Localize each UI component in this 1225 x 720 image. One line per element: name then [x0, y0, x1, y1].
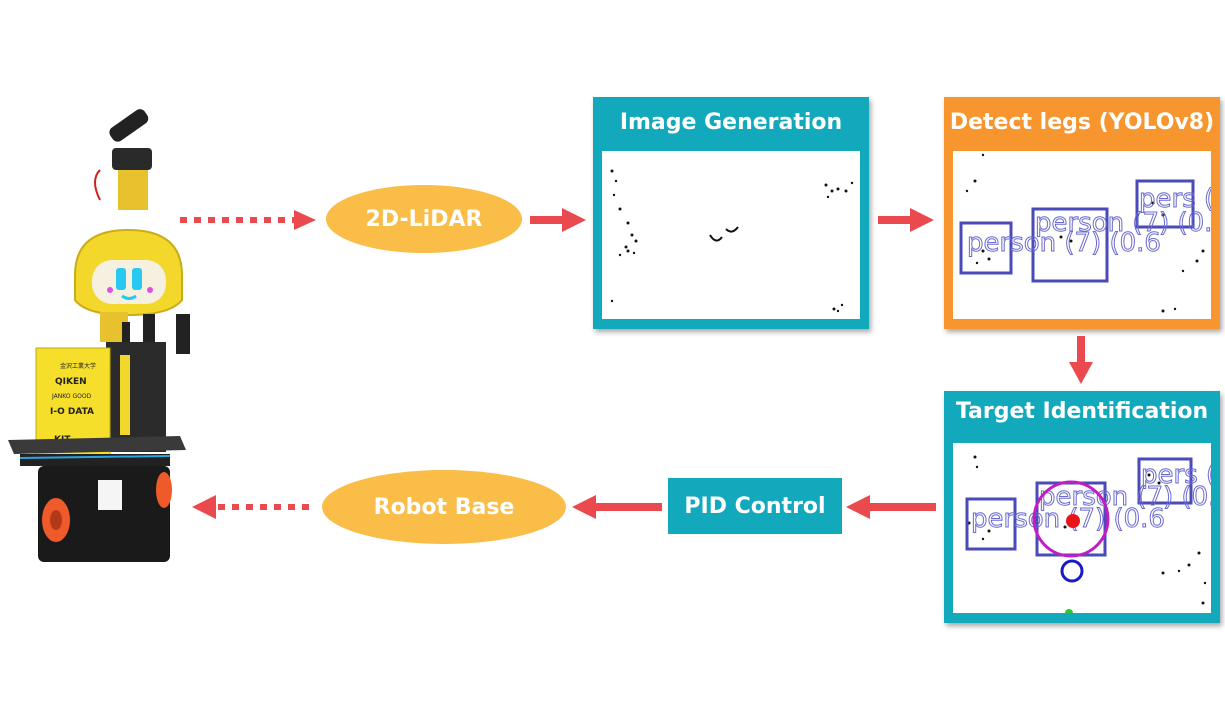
svg-text:金沢工業大学: 金沢工業大学	[60, 362, 96, 370]
bbox-label: pers (1	[1141, 460, 1211, 490]
pid-control-label: PID Control	[684, 493, 826, 519]
arrow-lidar-to-image	[530, 208, 586, 232]
lidar-label: 2D-LiDAR	[365, 206, 483, 232]
svg-text:I-O DATA: I-O DATA	[50, 407, 94, 417]
target-center-dot	[1066, 514, 1080, 528]
robot-image: 金沢工業大学 QIKEN JANKO GOOD I-O DATA KIT	[8, 109, 190, 562]
target-circle	[1032, 480, 1110, 558]
arrow-image-to-detect	[878, 208, 934, 232]
panel-image-generation: Image Generation	[593, 97, 869, 329]
dotted-arrow-to-lidar	[180, 210, 316, 230]
scan-image	[602, 151, 860, 319]
robot-base-node: Robot Base	[322, 470, 566, 544]
bbox-label: person (7) (0.6	[967, 228, 1161, 258]
robot-base-label: Robot Base	[373, 494, 515, 520]
lidar-node: 2D-LiDAR	[326, 185, 522, 253]
dotted-arrow-to-robot	[192, 495, 316, 519]
bbox-label: person (7) (0.6	[1039, 482, 1211, 512]
target-image: person (7) (0.6 pers (1 person (7) (0.6	[953, 443, 1211, 613]
detection-image: person (7) (0.6 pers (1 person (7) (0.6	[953, 151, 1211, 319]
arrow-pid-to-base	[572, 495, 662, 519]
bbox-label: person (7) (0.6	[1035, 208, 1211, 238]
bbox-label: pers (1	[1139, 184, 1211, 214]
svg-text:QIKEN: QIKEN	[55, 377, 87, 387]
arrow-detect-to-target	[1069, 336, 1093, 384]
svg-text:JANKO GOOD: JANKO GOOD	[51, 393, 92, 400]
panel-detect-legs: Detect legs (YOLOv8) person (7) (0.6 per…	[944, 97, 1220, 329]
pid-control-node: PID Control	[668, 478, 842, 534]
arrow-target-to-pid	[846, 495, 936, 519]
panel-target-identification: Target Identification person (7) (0.6 pe…	[944, 391, 1220, 623]
robot-position-marker	[1060, 559, 1084, 583]
panel-title: Image Generation	[619, 109, 843, 135]
panel-title: Detect legs (YOLOv8)	[949, 109, 1215, 135]
panel-title: Target Identification	[955, 398, 1209, 424]
